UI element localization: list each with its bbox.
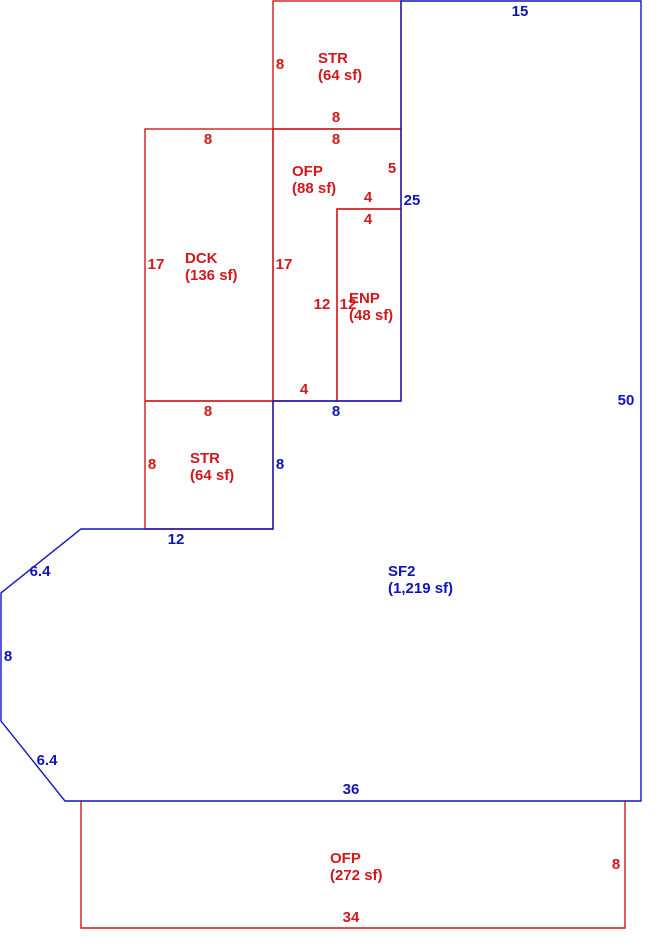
dim-sf2-top: 15	[512, 3, 529, 20]
dim-enp-left-inner: 12	[340, 296, 357, 313]
dim-enp-top-upper: 4	[364, 189, 373, 206]
enp-label: ENP (48 sf)	[349, 290, 393, 324]
dim-ofp-left: 17	[276, 256, 293, 273]
dim-dck-top: 8	[204, 131, 212, 148]
dck-label: DCK (136 sf)	[185, 250, 238, 284]
sf2-area: (1,219 sf)	[388, 580, 453, 597]
str-mid-code: STR	[190, 450, 220, 467]
ofp-upper-label: OFP (88 sf)	[292, 163, 336, 197]
dim-ofp-right: 5	[388, 160, 396, 177]
str-top-code: STR	[318, 50, 348, 67]
dim-sf2-left: 8	[4, 648, 12, 665]
dim-sf2-upper-angle: 6.4	[30, 563, 52, 580]
str-top-area: (64 sf)	[318, 67, 362, 84]
dim-sf2-step-right: 8	[276, 456, 284, 473]
dck-area: (136 sf)	[185, 267, 238, 284]
dim-ofp-bottom: 4	[300, 381, 309, 398]
dck-code: DCK	[185, 250, 218, 267]
sf2-label: SF2 (1,219 sf)	[388, 563, 453, 597]
dim-dck-left: 17	[148, 256, 165, 273]
ofp-upper-area: (88 sf)	[292, 180, 336, 197]
dim-sf2-bottom: 36	[343, 781, 360, 798]
dim-ofp-lower-right: 8	[612, 856, 620, 873]
dim-sf2-inner-right: 25	[404, 192, 421, 209]
sf2-code: SF2	[388, 563, 416, 580]
ofp-upper-code: OFP	[292, 163, 323, 180]
ofp-lower-code: OFP	[330, 850, 361, 867]
ofp-lower-area: (272 sf)	[330, 867, 383, 884]
dim-enp-top-lower: 4	[364, 211, 373, 228]
enp-area: (48 sf)	[349, 307, 393, 324]
dim-ofp-top: 8	[332, 131, 340, 148]
dim-str-top-left: 8	[276, 56, 284, 73]
str-mid-label: STR (64 sf)	[190, 450, 234, 484]
ofp-lower-outline	[80, 801, 626, 929]
dim-str-mid-left: 8	[148, 456, 156, 473]
sf2-outline	[0, 0, 642, 802]
dim-ofp-lower-bottom: 34	[343, 909, 360, 926]
enp-code: ENP	[349, 290, 380, 307]
dim-sf2-inner-bottom: 8	[332, 403, 340, 420]
dim-sf2-step-bottom: 12	[168, 531, 185, 548]
dim-sf2-lower-angle: 6.4	[37, 752, 59, 769]
ofp-lower-label: OFP (272 sf)	[330, 850, 383, 884]
dim-str-mid-top: 8	[204, 403, 212, 420]
str-mid-area: (64 sf)	[190, 467, 234, 484]
dim-enp-left-outer: 12	[314, 296, 331, 313]
dim-str-top-bottom: 8	[332, 109, 340, 126]
str-top-label: STR (64 sf)	[318, 50, 362, 84]
dim-sf2-right: 50	[618, 392, 635, 409]
